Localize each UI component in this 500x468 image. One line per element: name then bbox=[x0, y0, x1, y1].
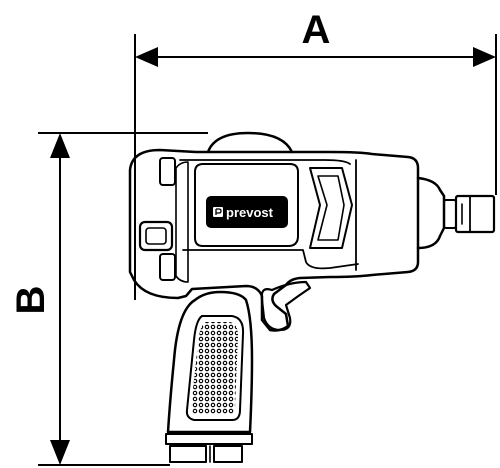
hammer-case-inner bbox=[317, 175, 345, 241]
anvil-collar bbox=[443, 199, 457, 229]
body-outline bbox=[128, 148, 420, 332]
brand-name: prevost bbox=[226, 205, 274, 220]
dimension-b-arrow-top bbox=[50, 133, 70, 158]
dimension-a-arrow-right bbox=[473, 47, 496, 67]
rear-control-bottom bbox=[159, 253, 176, 281]
brand-badge-background bbox=[206, 196, 288, 228]
rear-control-top bbox=[159, 157, 176, 186]
hanger-bump bbox=[206, 131, 294, 154]
hammer-case-ribs bbox=[309, 167, 353, 249]
air-inlet-ring bbox=[165, 433, 253, 445]
grip-outline bbox=[166, 290, 254, 434]
dimension-a-arrow-left bbox=[135, 47, 158, 67]
anvil bbox=[454, 194, 496, 234]
impact-wrench bbox=[128, 131, 496, 463]
nose-housing bbox=[416, 176, 446, 250]
rear-control-mid bbox=[138, 220, 174, 252]
dimension-b: B bbox=[9, 132, 208, 466]
body-panel bbox=[194, 163, 299, 247]
trigger bbox=[260, 280, 312, 332]
brand-badge: prevost bbox=[206, 196, 288, 228]
dimension-b-arrow-bottom bbox=[50, 440, 70, 465]
air-inlet-fitting bbox=[169, 445, 243, 463]
dimension-a: A bbox=[134, 8, 497, 300]
rear-housing-inner bbox=[175, 161, 189, 283]
dimension-a-label: A bbox=[302, 8, 331, 52]
housing-line-top bbox=[179, 159, 351, 165]
grip-pad-frame bbox=[185, 315, 245, 421]
rear-control-mid-inner bbox=[145, 227, 167, 245]
dimension-b-label: B bbox=[9, 286, 53, 315]
grip-pad-dots bbox=[191, 322, 238, 414]
brand-logo-icon-mark bbox=[215, 208, 222, 215]
housing-line-bottom bbox=[182, 249, 359, 270]
